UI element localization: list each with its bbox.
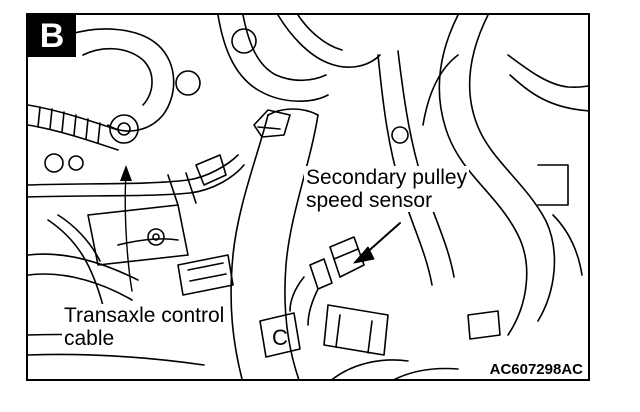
secondary-pulley-speed-sensor-callout: Secondary pulley speed sensor	[304, 166, 470, 212]
figure-reference-code: AC607298AC	[486, 361, 586, 379]
view-label-badge: B	[28, 15, 76, 57]
callout-line: cable	[64, 327, 115, 350]
transaxle-control-cable-callout: Transaxle control cable	[62, 304, 227, 350]
callout-line: speed sensor	[306, 189, 433, 212]
callout-line: Transaxle control	[64, 304, 225, 327]
illustration-frame: C B Secondary pulley speed sensor Transa…	[26, 13, 590, 381]
flange-marking-glyph: C	[272, 325, 288, 350]
callout-line: Secondary pulley	[306, 166, 468, 189]
